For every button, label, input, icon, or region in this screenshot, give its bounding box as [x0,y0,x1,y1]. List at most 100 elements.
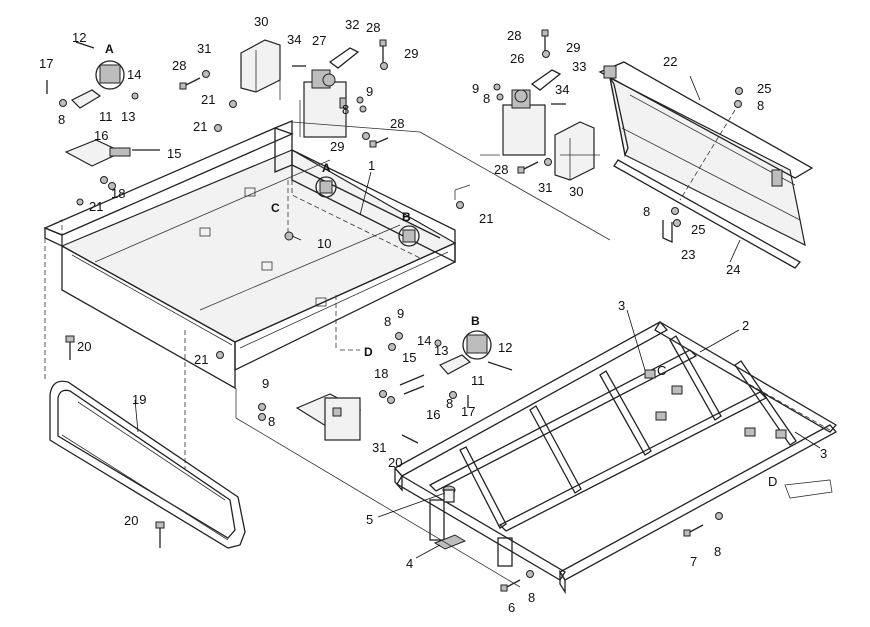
callout-12: 12 [498,340,512,355]
callout-9: 9 [472,81,479,96]
callout-27: 27 [312,33,326,48]
part-25-nut-top [735,87,743,95]
callout-21: 21 [201,92,215,107]
callout-34: 34 [287,32,301,47]
callout-9: 9 [366,84,373,99]
callout-32: 32 [345,17,359,32]
callout-19: 19 [132,392,146,407]
callout-13: 13 [434,343,448,358]
callout-8: 8 [384,314,391,329]
callout-11: 11 [99,109,113,124]
callout-15: 15 [402,350,416,365]
callout-4: 4 [406,556,413,571]
callout-14: 14 [127,67,141,82]
detail-a-circle-bed [315,176,337,198]
callout-21: 21 [479,211,493,226]
callout-18: 18 [374,366,388,381]
callout-labels: 1 2 3 3 4 5 6 7 8 8 8 8 8 8 8 8 8 8 9 9 … [39,14,827,615]
callout-8: 8 [643,204,650,219]
callout-20: 20 [124,513,138,528]
callout-28: 28 [507,28,521,43]
callout-25: 25 [757,81,771,96]
part-20-bolt-lower [155,521,165,548]
callout-17: 17 [39,56,53,71]
callout-30: 30 [569,184,583,199]
callout-28: 28 [494,162,508,177]
part-7-bolt [683,524,704,537]
callout-2: 2 [742,318,749,333]
callout-9: 9 [262,376,269,391]
assembly-leader-lines [235,80,611,588]
callout-28: 28 [172,58,186,73]
callout-8: 8 [268,414,275,429]
callout-21: 21 [193,119,207,134]
part-10-chain [284,180,294,241]
callout-29: 29 [330,139,344,154]
frame [393,321,838,595]
cargo-bed [43,120,457,390]
callout-31: 31 [372,440,386,455]
callout-29: 29 [566,40,580,55]
ref-a-detail: A [105,42,114,56]
callout-34: 34 [555,82,569,97]
callout-31: 31 [538,180,552,195]
reference-letters: A A B B C C D D [105,42,777,489]
callout-9: 9 [397,306,404,321]
part-8-washer-25 [671,207,679,215]
callout-33: 33 [572,59,586,74]
callout-8: 8 [483,91,490,106]
callout-20: 20 [388,455,402,470]
hardware-upper [179,29,566,174]
callout-14: 14 [417,333,431,348]
ref-b-detail: B [471,314,480,328]
tailgate [49,380,246,549]
callout-6: 6 [508,600,515,615]
part-5-collar [442,485,456,503]
callout-30: 30 [254,14,268,29]
callout-25: 25 [691,222,705,237]
callout-18: 18 [111,186,125,201]
callout-5: 5 [366,512,373,527]
callout-22: 22 [663,54,677,69]
part-25-nut [673,219,681,227]
ref-c-frame: C [657,363,666,378]
hinge-detail-upper [46,41,160,206]
latch-assembly-right [502,69,595,181]
part-8-washer-6 [526,570,534,578]
hinge-detail-lower [379,330,513,408]
part-8-washer-7 [715,512,723,520]
callout-7: 7 [690,554,697,569]
callout-16: 16 [94,128,108,143]
callout-15: 15 [167,146,181,161]
ref-d-frame: D [768,474,777,489]
callout-28: 28 [366,20,380,35]
part-20-bolt-upper [65,335,75,360]
callout-8: 8 [58,112,65,127]
side-panel [598,61,814,247]
callout-3: 3 [820,446,827,461]
callout-26: 26 [510,51,524,66]
callout-20: 20 [77,339,91,354]
callout-21: 21 [89,199,103,214]
callout-leaders [134,75,821,559]
callout-29: 29 [404,46,418,61]
callout-23: 23 [681,247,695,262]
callout-10: 10 [317,236,331,251]
callout-13: 13 [121,109,135,124]
callout-17: 17 [461,404,475,419]
callout-16: 16 [426,407,440,422]
ref-d-bed: D [364,345,373,359]
callout-1: 1 [368,158,375,173]
part-4-rubber-pad [433,534,467,550]
callout-21: 21 [194,352,208,367]
callout-8: 8 [528,590,535,605]
callout-31: 31 [197,41,211,56]
part-21-nut-front [216,351,224,359]
callout-8: 8 [714,544,721,559]
callout-12: 12 [72,30,86,45]
callout-8: 8 [342,102,349,117]
ref-b-bed: B [402,210,411,224]
ref-a-bed: A [322,161,331,175]
part-24-mud-flap [613,159,802,269]
